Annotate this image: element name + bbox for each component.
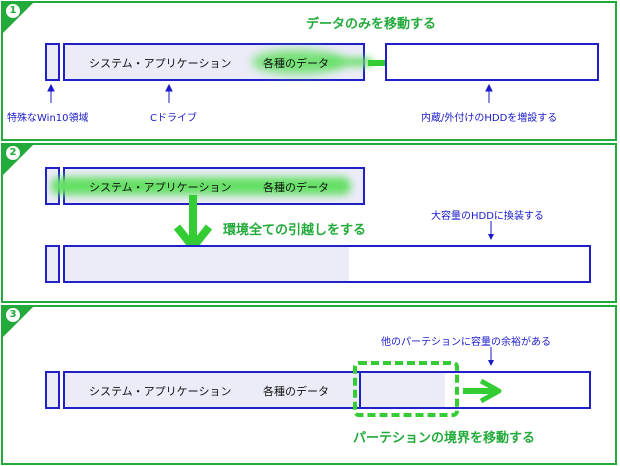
data-label: 各種のデータ — [263, 181, 329, 194]
panel-2: 2 システム・アプリケーション 各種のデータ 環境全ての引越しをする 大容量のH… — [1, 143, 617, 303]
boundary-selection — [353, 361, 459, 417]
new-drive-box — [63, 245, 591, 283]
win10-partition — [45, 43, 60, 81]
panel-heading: データのみを移動する — [306, 17, 437, 32]
panel-heading: パーテションの境界を移動する — [353, 431, 536, 446]
c-drive-label: Cドライブ — [150, 113, 197, 124]
boundary-move-arrow — [463, 378, 502, 404]
panel-1: 1 データのみを移動する システム・アプリケーション 各種のデータ 特殊なWin… — [1, 1, 617, 141]
panel-heading: 環境全ての引越しをする — [223, 223, 367, 238]
other-partition-label: 他のパーテションに容量の余裕がある — [381, 337, 551, 348]
system-app-label: システム・アプリケーション — [89, 385, 232, 398]
other-pointer — [488, 347, 494, 366]
pointer-arrows — [47, 83, 493, 103]
drive-highlight — [51, 177, 351, 195]
swap-hdd-label: 大容量のHDDに換装する — [431, 211, 544, 222]
system-app-label: システム・アプリケーション — [89, 181, 232, 194]
move-arrow-shaft — [323, 58, 373, 66]
win10-partition-new — [45, 245, 60, 283]
special-win10-label: 特殊なWin10領域 — [7, 113, 89, 124]
system-app-label: システム・アプリケーション — [89, 57, 232, 70]
swap-pointer — [488, 221, 494, 240]
hdd-box — [385, 43, 599, 81]
data-label: 各種のデータ — [263, 57, 329, 70]
step-number: 1 — [6, 4, 20, 18]
c-drive-box — [63, 371, 363, 409]
step-number: 3 — [6, 308, 20, 322]
panel-3: 3 他のパーテションに容量の余裕がある システム・アプリケーション 各種のデータ… — [1, 305, 617, 465]
step-number: 2 — [6, 146, 20, 160]
data-label: 各種のデータ — [263, 385, 329, 398]
add-hdd-label: 内蔵/外付けのHDDを増設する — [421, 113, 558, 124]
win10-partition — [45, 371, 60, 409]
